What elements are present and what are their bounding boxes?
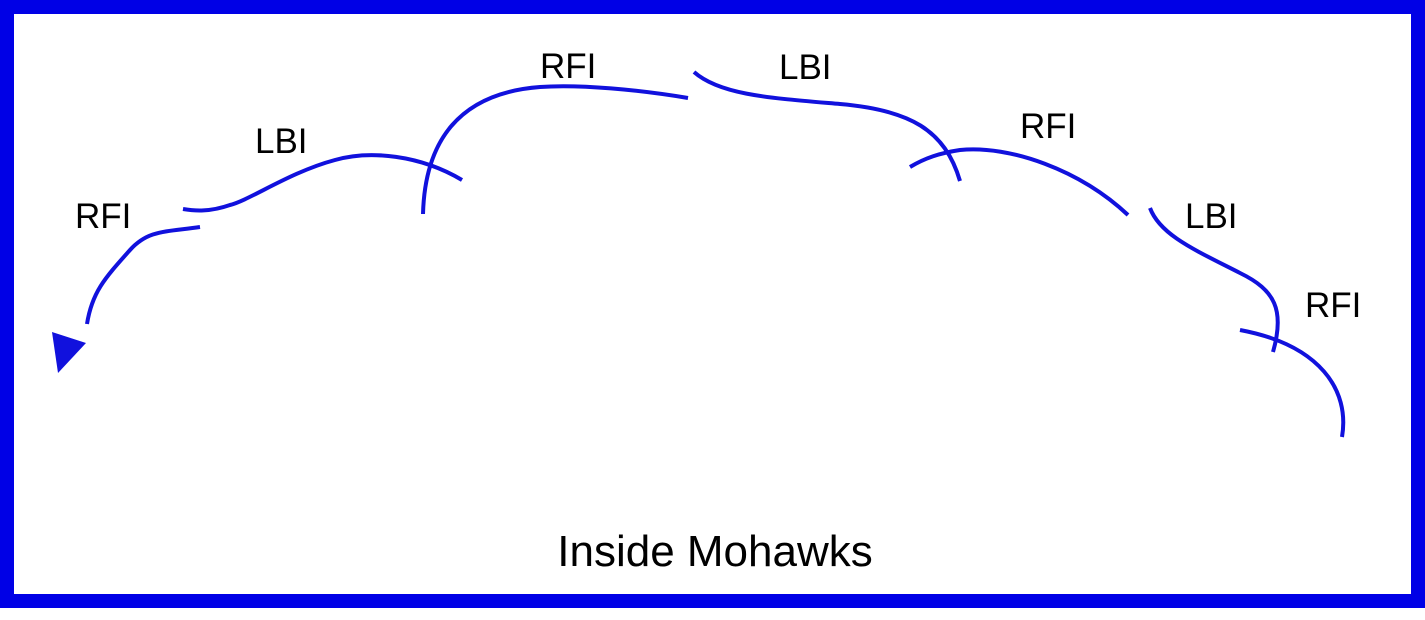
edge-label-rfi-5: RFI (540, 47, 596, 86)
edge-trace-rfi-3 (908, 147, 1130, 217)
edge-label-rfi-7: RFI (75, 197, 131, 236)
edge-trace-rfi-5 (421, 84, 689, 215)
edge-label-rfi-1: RFI (1305, 286, 1361, 325)
edge-trace-lbi-2 (1148, 207, 1280, 353)
arrow-down-left-icon (52, 332, 86, 373)
edge-label-lbi-6: LBI (255, 122, 308, 161)
edge-trace-rfi-1 (1239, 328, 1346, 438)
edge-trace-lbi-6 (182, 153, 464, 213)
edge-label-rfi-3: RFI (1020, 107, 1076, 146)
edge-trace-rfi-7 (85, 225, 201, 325)
diagram-title: Inside Mohawks (557, 527, 872, 576)
edge-label-lbi-2: LBI (1185, 197, 1238, 236)
edge-label-lbi-4: LBI (779, 48, 832, 87)
edge-trace-lbi-4 (692, 70, 962, 182)
